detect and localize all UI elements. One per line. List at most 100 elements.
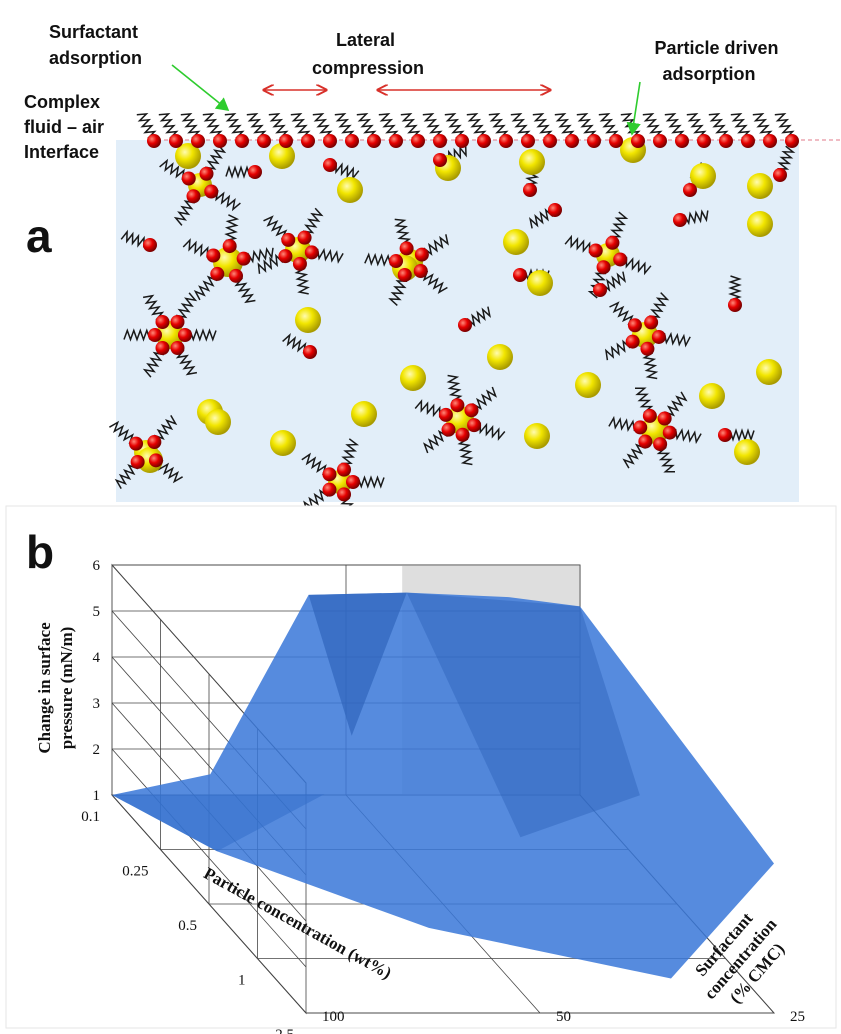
surfactant-head [213,134,227,148]
surfactant-tail [774,112,795,139]
z-tick-label: 3 [93,696,101,712]
surfactant-tail [114,463,139,489]
surfactant-tail [622,443,646,469]
surfactant-tail [312,112,333,139]
nanoparticle [337,177,363,203]
surfactant-head [627,318,642,333]
surfactant-head [413,263,428,278]
surfactant-tail [422,112,443,139]
surfactant-head [170,315,185,330]
surfactant-tail [752,112,773,139]
nanoparticle [175,143,201,169]
surfactant-tail [224,112,245,139]
surfactant-head [633,420,648,435]
surfactant-head [499,134,513,148]
surfactant-head [773,168,787,182]
surfactant-head [513,268,527,282]
surfactant-tail [422,270,448,294]
nanoparticle [519,149,545,175]
surfactant-head [143,238,157,252]
surfactant-tail [180,112,201,139]
surfactant-head [147,134,161,148]
surfactant-head [170,340,185,355]
surfactant-tail [157,459,183,484]
surfactant-tail [466,112,487,139]
surfactant-tail [510,112,531,139]
surfactant-head [148,453,163,468]
surfactant-tail [123,328,151,342]
surfactant-tail [316,247,344,264]
nanoparticle [487,344,513,370]
surfactant-head [222,239,237,254]
surfactant-tail [356,112,377,139]
surfactant-head [345,134,359,148]
surfactant-head [322,467,337,482]
surfactant-tail [202,112,223,139]
surfactant-tail [529,208,554,229]
surfactant-tail [554,112,575,139]
surfactant-head [155,340,170,355]
surfactant-head [741,134,755,148]
surfactant-tail [175,292,198,319]
surfactant-tail [423,234,449,256]
surfactant-tail [215,189,241,212]
surfactant-tail [601,271,626,292]
surfactant-head [638,434,653,449]
surfactant-head [433,134,447,148]
surfactant-tail [263,215,288,240]
surfactant-tail [479,422,506,441]
nanoparticle [747,211,773,237]
surfactant-head [433,153,447,167]
surfactant-tail [153,415,178,441]
surfactant-head [455,134,469,148]
surfactant-head [186,189,201,204]
surfactant-head [644,315,659,330]
surfactant-tail [268,112,289,139]
surfactant-head [651,329,666,344]
surfactant-head [337,462,352,477]
surfactant-head [169,134,183,148]
surfactant-head [322,482,337,497]
particle-driven-adsorption-arrow [626,81,641,136]
nanoparticle [527,270,553,296]
y-tick-label: 25 [790,1009,805,1025]
surfactant-tail [564,234,591,254]
surfactant-tail [294,267,310,295]
surfactant-head [304,245,319,260]
x-tick-label: 0.25 [122,864,148,880]
surfactant-tail [683,209,709,226]
surfactant-tail [472,386,498,411]
z-axis-title-line: pressure (mN/m) [57,627,76,750]
surfactant-head [367,134,381,148]
surfactant-tail [488,112,509,139]
surfactant-head [653,437,668,452]
surface-fold [406,592,640,838]
surfactant-head [613,252,628,267]
surfactant-head [521,134,535,148]
y-tick-label: 50 [556,1009,571,1025]
surface-fold [112,794,325,852]
surfactant-head [397,267,412,282]
particle-layer [109,112,799,524]
surfactant-head [697,134,711,148]
surfactant-tail [302,207,324,234]
surface-sheet [112,592,774,979]
x-tick-label: 1 [238,973,246,989]
surfactant-head [719,134,733,148]
surfactant-tail [182,238,209,258]
surfactant-head [605,235,620,250]
surfactant-tail [674,428,702,445]
surface-fold [308,592,407,736]
surfactant-head [543,134,557,148]
z-tick-label: 5 [93,604,101,620]
surfactant-tail [136,112,157,139]
surfactant-head [728,298,742,312]
surfactant-tail [414,399,441,418]
surfactant-head [278,249,293,264]
surfactant-head [450,398,465,413]
surfactant-tail [649,292,670,318]
surfactant-tail [444,112,465,139]
surfactant-tail [532,112,553,139]
surfactant-head [464,403,479,418]
